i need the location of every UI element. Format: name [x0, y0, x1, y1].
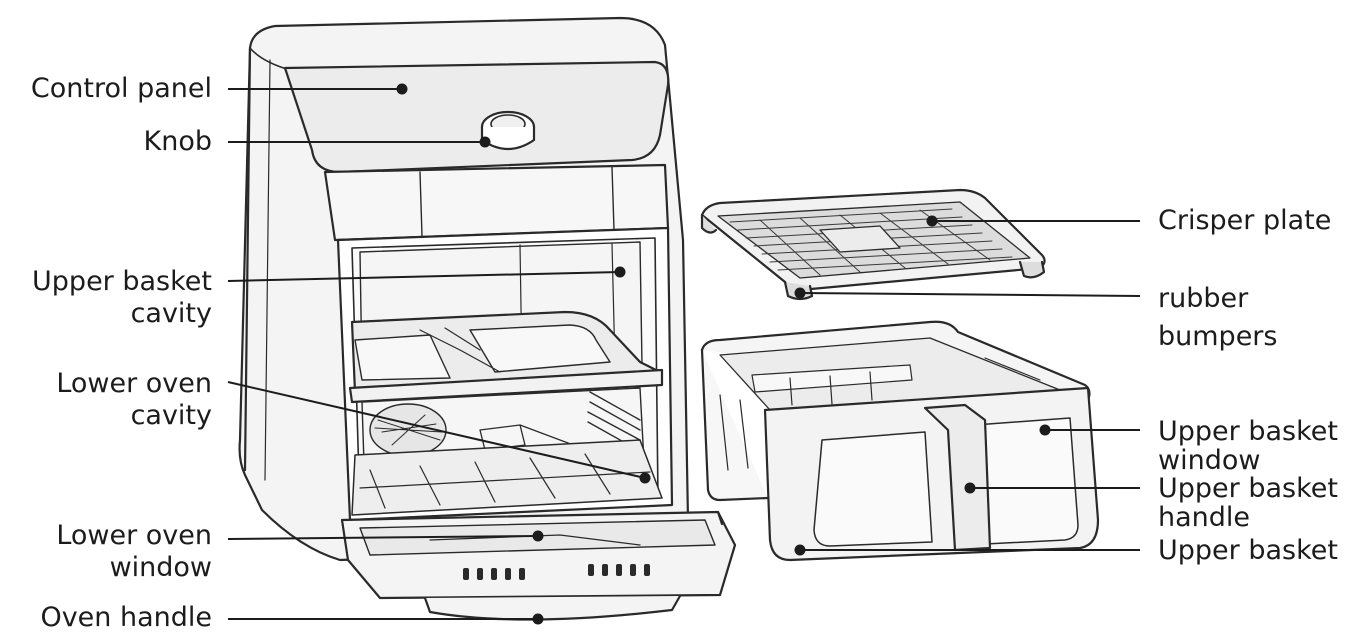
control-panel-shape — [285, 62, 668, 172]
label-upper-basket-handle: Upper basket handle — [1158, 474, 1338, 532]
label-upper-basket-window-line1: Upper basket — [1158, 417, 1338, 446]
label-upper-basket-window-line2: window — [1158, 446, 1338, 475]
label-lower-oven-cavity-line2: cavity — [0, 400, 212, 432]
label-rubber-bumpers-line1: rubber — [1158, 283, 1277, 315]
label-upper-basket-handle-line2: handle — [1158, 503, 1338, 532]
label-lower-oven-cavity: Lower oven cavity — [0, 368, 212, 432]
label-upper-basket: Upper basket — [1158, 535, 1338, 567]
lower-cavity-shape — [352, 388, 662, 515]
label-oven-handle: Oven handle — [0, 602, 212, 634]
upper-basket-shape — [702, 322, 1098, 560]
label-control-panel: Control panel — [0, 73, 212, 105]
label-upper-basket-cavity: Upper basket cavity — [0, 266, 212, 330]
oven-door-shape — [342, 512, 735, 620]
label-lower-oven-window-line1: Lower oven — [0, 520, 212, 552]
label-upper-basket-cavity-line1: Upper basket — [0, 266, 212, 298]
label-rubber-bumpers: rubber bumpers — [1158, 283, 1277, 353]
label-lower-oven-window-line2: window — [0, 552, 212, 584]
label-upper-basket-handle-line1: Upper basket — [1158, 474, 1338, 503]
label-rubber-bumpers-line2: bumpers — [1158, 321, 1277, 353]
label-upper-basket-cavity-line2: cavity — [0, 298, 212, 330]
label-upper-basket-window: Upper basket window — [1158, 417, 1338, 475]
crisper-plate-shape — [702, 190, 1045, 299]
label-lower-oven-window: Lower oven window — [0, 520, 212, 584]
label-lower-oven-cavity-line1: Lower oven — [0, 368, 212, 400]
label-crisper-plate: Crisper plate — [1158, 205, 1331, 237]
label-knob: Knob — [0, 126, 212, 158]
